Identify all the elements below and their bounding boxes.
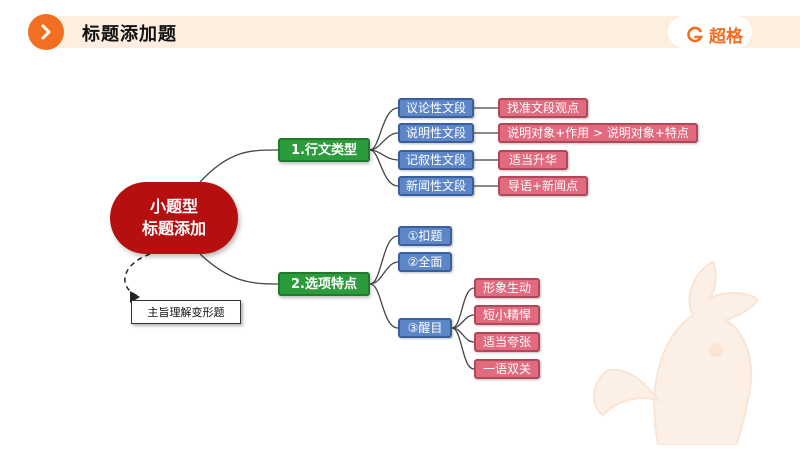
brand: 超格: [686, 22, 743, 47]
eye-catching-concise: 短小精悍: [474, 305, 540, 325]
chevron-right-icon: [28, 14, 64, 50]
root-line-2: 标题添加: [141, 219, 206, 238]
brand-logo-icon: [687, 26, 703, 42]
feature-on-topic: ①扣题: [398, 226, 452, 246]
branch-text-type: 1.行文类型: [278, 138, 370, 162]
eye-catching-exaggeration: 适当夸张: [474, 332, 540, 352]
text-type-expository: 说明性文段: [398, 123, 474, 143]
brand-name: 超格: [709, 27, 743, 47]
eye-catching-vivid: 形象生动: [474, 278, 540, 298]
feature-eye-catching: ③醒目: [398, 318, 452, 338]
note-node: 主旨理解变形题: [131, 300, 241, 324]
tip-argumentative: 找准文段观点: [498, 98, 588, 118]
root-line-1: 小题型: [149, 197, 198, 216]
feature-comprehensive: ②全面: [398, 252, 452, 272]
branch-option-features: 2.选项特点: [278, 272, 370, 296]
text-type-narrative: 记叙性文段: [398, 150, 474, 170]
mascot-icon: [593, 260, 760, 445]
eye-catching-pun: 一语双关: [474, 359, 540, 379]
page-title: 标题添加题: [82, 24, 177, 45]
text-type-news: 新闻性文段: [398, 176, 474, 196]
tip-narrative: 适当升华: [498, 150, 568, 170]
tip-news: 导语+新闻点: [498, 176, 588, 196]
tip-expository: 说明对象+作用 > 说明对象+特点: [498, 123, 698, 143]
text-type-argumentative: 议论性文段: [398, 98, 474, 118]
root-node: 小题型 标题添加: [110, 182, 238, 254]
brand-pill: [668, 16, 752, 48]
